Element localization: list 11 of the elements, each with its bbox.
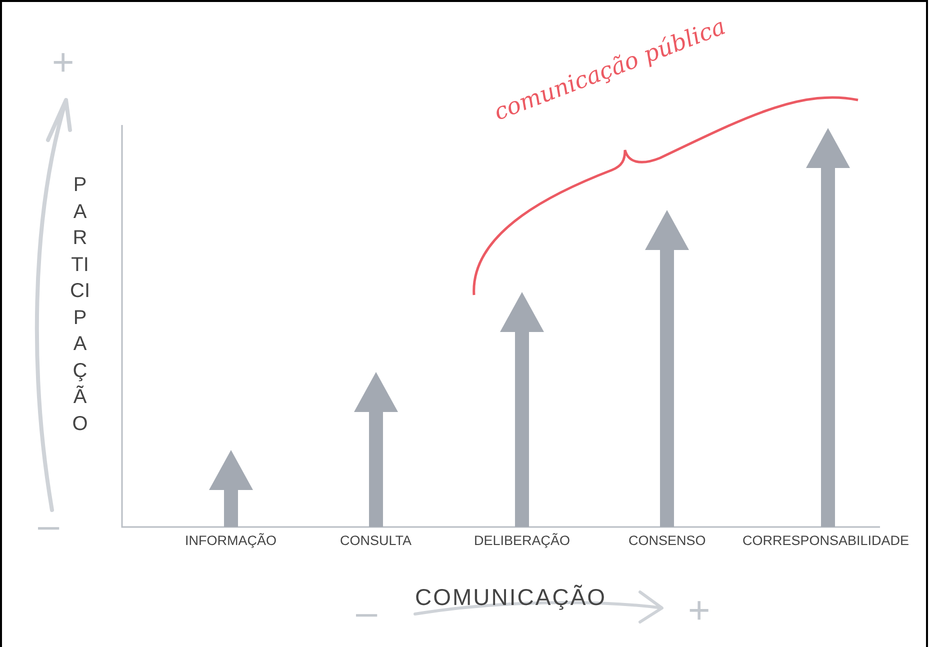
plus-sign: +: [52, 42, 74, 85]
category-label: CORRESPONSABILIDADE: [742, 533, 910, 548]
axis-title: COMUNICAÇÃO: [415, 584, 607, 611]
minus-sign: –: [38, 505, 60, 548]
category-label: DELIBERAÇÃO: [474, 533, 570, 548]
category-label: INFORMAÇÃO: [185, 533, 277, 548]
category-label: CONSULTA: [340, 533, 412, 548]
axis-title: PARTICIPAÇÃO: [70, 173, 90, 436]
minus-sign: –: [356, 592, 378, 635]
plus-sign: +: [688, 590, 710, 633]
category-label: CONSENSO: [628, 533, 706, 548]
